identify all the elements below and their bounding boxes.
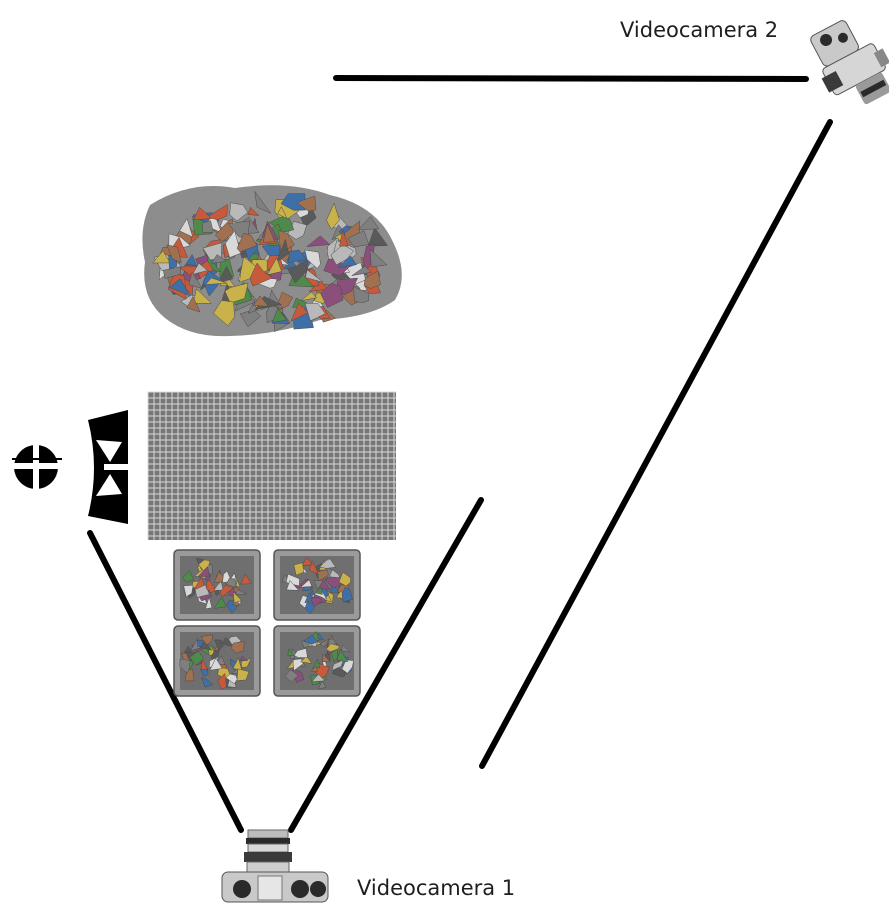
scrap-thumbnail-image (173, 625, 261, 697)
camera-2-label: Videocamera 2 (620, 18, 779, 42)
camera-lines (87, 75, 833, 833)
camera2-view-line-top (333, 75, 809, 82)
video-camera-icon (810, 20, 889, 105)
camera-1-label: Videocamera 1 (357, 876, 516, 900)
grid-image (147, 391, 396, 540)
scrap-thumbnail-image (273, 549, 361, 621)
scrap-thumbnails (173, 549, 361, 697)
scrap-thumbnail-image (173, 549, 261, 621)
camera1-view-line-right (288, 497, 484, 833)
camera1-view-line-left (87, 530, 244, 833)
video-camera-icon (221, 829, 329, 903)
lamp-icon (10, 410, 128, 524)
scrap-thumbnail-image (273, 625, 361, 697)
camera2-view-line-diagonal (479, 119, 833, 769)
scrap-metal-pile (142, 185, 402, 337)
